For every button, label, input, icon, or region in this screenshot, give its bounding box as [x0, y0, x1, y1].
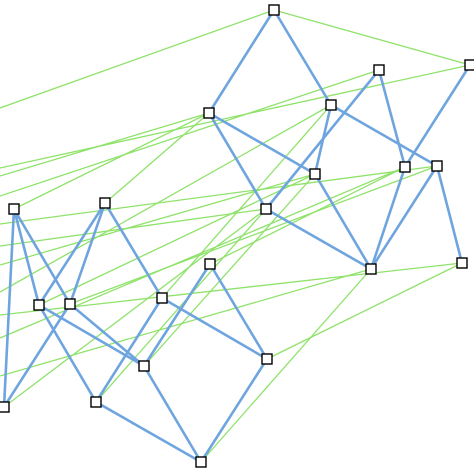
- green-edge: [13, 112, 210, 210]
- green-edge: [3, 208, 267, 408]
- blue-edge: [160, 296, 269, 361]
- blue-edge: [264, 207, 373, 271]
- green-edge: [0, 104, 332, 293]
- blue-edge: [2, 302, 72, 409]
- node-square: [90, 396, 102, 408]
- node-square: [373, 64, 385, 76]
- blue-edge: [208, 262, 269, 361]
- blue-edge: [94, 296, 164, 404]
- blue-edge: [37, 303, 146, 368]
- blue-edge: [207, 111, 317, 176]
- node-square: [268, 4, 280, 16]
- blue-edge: [37, 303, 98, 404]
- blue-edge: [369, 164, 439, 271]
- node-square: [64, 298, 76, 310]
- green-edge: [266, 262, 463, 360]
- green-edge: [0, 262, 463, 316]
- blue-edge: [435, 164, 464, 265]
- green-edge: [38, 173, 316, 306]
- node-square: [99, 197, 111, 209]
- blue-edge: [329, 103, 439, 168]
- blue-edge: [199, 357, 269, 464]
- node-square: [464, 59, 474, 71]
- node-square: [195, 456, 207, 468]
- green-edge: [0, 64, 471, 169]
- blue-edge: [369, 165, 407, 271]
- blue-edge: [68, 302, 146, 368]
- blue-edge: [37, 201, 107, 307]
- node-square: [431, 160, 443, 172]
- node-square: [0, 401, 10, 413]
- node-square: [203, 107, 215, 119]
- blue-edge: [207, 111, 268, 211]
- green-edge: [0, 173, 316, 266]
- blue-edge: [207, 8, 276, 115]
- blue-edge: [264, 68, 381, 211]
- green-edge: [0, 9, 275, 109]
- blue-edge: [403, 63, 472, 169]
- blue-edge: [313, 172, 373, 271]
- blue-edge: [377, 68, 407, 169]
- node-square: [156, 292, 168, 304]
- node-square: [33, 299, 45, 311]
- green-edge: [0, 208, 267, 247]
- node-square: [399, 161, 411, 173]
- green-edge: [104, 112, 210, 204]
- blue-edge: [12, 207, 72, 306]
- blue-edge: [142, 364, 203, 464]
- node-square: [456, 257, 468, 269]
- green-edge: [69, 165, 438, 305]
- green-edge: [273, 9, 471, 66]
- blue-edge: [94, 400, 203, 464]
- green-edge: [209, 166, 406, 265]
- green-edge-layer: [0, 9, 471, 463]
- node-square: [8, 203, 20, 215]
- blue-edge: [2, 207, 16, 409]
- blue-edge: [142, 262, 212, 368]
- blue-edge: [12, 207, 41, 307]
- node-square: [260, 203, 272, 215]
- green-edge: [0, 165, 438, 225]
- node-square: [204, 258, 216, 270]
- green-edge: [143, 173, 316, 367]
- blue-edge: [272, 8, 333, 107]
- blue-edge: [68, 201, 107, 306]
- green-edge: [200, 268, 372, 463]
- green-edge: [0, 268, 372, 377]
- blue-edge-layer: [2, 8, 472, 464]
- node-square: [325, 99, 337, 111]
- node-square: [261, 353, 273, 365]
- node-square: [365, 263, 377, 275]
- node-square: [309, 168, 321, 180]
- blue-edge: [103, 201, 164, 300]
- node-square: [138, 360, 150, 372]
- node-layer: [0, 4, 474, 468]
- green-edge: [0, 69, 380, 197]
